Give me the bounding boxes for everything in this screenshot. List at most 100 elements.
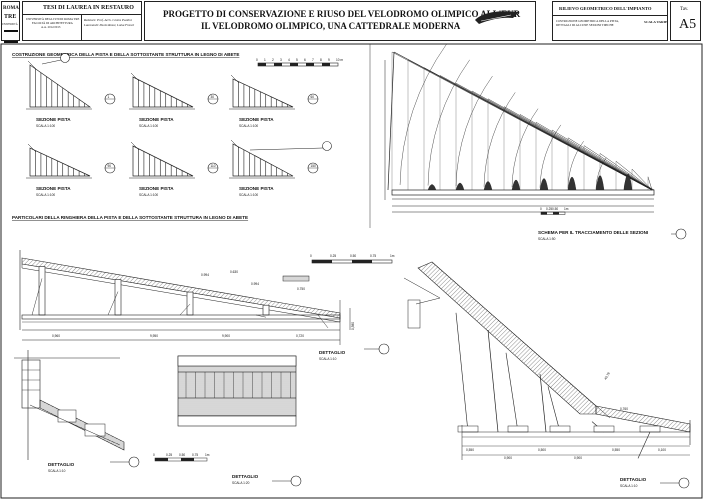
detail-mid-label: DETTAGLIO bbox=[232, 474, 259, 479]
table-number: A5 bbox=[679, 17, 697, 32]
top-scale-tick: 3 bbox=[280, 58, 282, 62]
rail-post bbox=[114, 279, 122, 316]
right-strut bbox=[455, 312, 469, 433]
top-scale-tick: 9 bbox=[328, 58, 330, 62]
rail-brace bbox=[107, 291, 119, 316]
thesis-divider bbox=[23, 14, 141, 15]
section-scale: SCALA 1:100 bbox=[36, 193, 55, 197]
section-scale: SCALA 1:100 bbox=[139, 124, 158, 128]
section-tag-number: 30 bbox=[211, 95, 215, 99]
fan-arc bbox=[455, 76, 493, 187]
section-tag-number: 60 bbox=[311, 95, 315, 99]
callout-circle bbox=[60, 53, 70, 63]
rail-brace bbox=[179, 303, 191, 316]
main-title-line-2: IL VELODROMO OLIMPICO, UNA CATTEDRALE MO… bbox=[201, 21, 461, 31]
rail-scale-tick: 0.25 bbox=[330, 254, 336, 258]
fan-rib-profile bbox=[455, 182, 465, 191]
right-strut bbox=[547, 386, 561, 433]
rail-brace bbox=[31, 278, 43, 316]
fan-arc bbox=[427, 59, 470, 186]
right-dimension: 0,500 bbox=[538, 448, 546, 452]
scheme-scale-tick: 0.25 bbox=[546, 207, 552, 211]
scheme-tag-circle bbox=[675, 228, 687, 240]
section-profile bbox=[132, 76, 194, 108]
section-scale: SCALA 1:100 bbox=[239, 193, 258, 197]
rail-detail-scale: SCALA 1:10 bbox=[319, 357, 337, 361]
detail-left-tag bbox=[128, 456, 140, 468]
drawing-subtitle-1: COSTRUZIONE GEOMETRICA DELLA PISTA, bbox=[556, 19, 620, 23]
callout-leader bbox=[249, 147, 324, 151]
right-dimension: 0,550 bbox=[612, 448, 620, 452]
detail-right-label: DETTAGLIO bbox=[620, 477, 647, 482]
right-dimension: 0,900 bbox=[574, 456, 582, 460]
fan-arc bbox=[399, 43, 448, 185]
top-scale-tick: 8 bbox=[320, 58, 322, 62]
table-number-box: Tav. A5 bbox=[670, 1, 701, 41]
detail-right-scale: SCALA 1:10 bbox=[620, 484, 638, 488]
rail-bottom-dimension: 0,720 bbox=[296, 334, 304, 338]
rail-scale-tick: 0 bbox=[310, 254, 312, 258]
top-scale-tick: 10 m bbox=[336, 58, 343, 62]
section-rail bbox=[130, 141, 140, 151]
section-scale: SCALA 1:100 bbox=[36, 124, 55, 128]
section-label: SEZIONE PISTA bbox=[239, 117, 274, 122]
detail-right-slab bbox=[417, 261, 597, 415]
fan-rib-profile bbox=[567, 176, 577, 191]
section-rail bbox=[27, 143, 37, 153]
fan-ray bbox=[599, 153, 653, 191]
mid-scale-tick: 0 bbox=[153, 453, 155, 457]
credits-line-2: Laureandi: Paolo Rossi, Luisa Franci bbox=[84, 23, 135, 27]
right-strut bbox=[505, 352, 519, 433]
section-profile bbox=[29, 64, 92, 108]
info-divider bbox=[553, 15, 667, 16]
fan-rib-profile bbox=[595, 175, 605, 191]
rail-scale-tick: 1m bbox=[390, 254, 395, 258]
fan-arc bbox=[483, 92, 516, 187]
section-profile bbox=[29, 147, 91, 177]
section-tag-number: 150 bbox=[311, 164, 317, 168]
section-rail bbox=[230, 139, 240, 149]
section-label: SEZIONE PISTA bbox=[36, 186, 71, 191]
right-strut bbox=[637, 431, 651, 459]
thesis-title: TESI DI LAUREA IN RESTAURO bbox=[43, 5, 134, 11]
top-scale-tick: 1 bbox=[264, 58, 266, 62]
rail-dimension: 0.994 bbox=[201, 273, 209, 277]
logo-line-1: ROMA bbox=[3, 6, 19, 11]
right-column bbox=[539, 373, 547, 433]
rail-bottom-dimension: 9,950 bbox=[150, 334, 158, 338]
rail-side-dim: 0,380 bbox=[351, 322, 355, 330]
right-strut-foot bbox=[457, 425, 479, 433]
section-label: SEZIONE PISTA bbox=[139, 186, 174, 191]
thesis-box: TESI DI LAUREA IN RESTAURO UNIVERSITÀ DE… bbox=[22, 1, 142, 41]
detail-left-plate bbox=[39, 399, 125, 451]
fan-rib-profile bbox=[483, 181, 493, 191]
fan-hypotenuse bbox=[393, 51, 655, 191]
right-strut-foot bbox=[639, 425, 661, 433]
fan-arc bbox=[511, 108, 539, 188]
section-profile bbox=[132, 145, 194, 177]
top-scale-tick: 5 bbox=[296, 58, 298, 62]
fan-ray bbox=[615, 161, 653, 191]
fan-rib-profile bbox=[623, 173, 633, 191]
top-scale-tick: 2 bbox=[272, 58, 274, 62]
bottom-beam bbox=[21, 314, 341, 320]
scale-label: SCALA VARIE bbox=[644, 20, 668, 24]
main-title-line-1: PROGETTO DI CONSERVAZIONE E RIUSO DEL VE… bbox=[163, 9, 521, 19]
credits-line-1: Relatore: Prof. Arch. Cesira Paolini bbox=[84, 18, 132, 22]
university-line-1: UNIVERSITÀ DEGLI STUDI ROMA TRE bbox=[26, 17, 80, 21]
detail-mid-tag bbox=[290, 475, 302, 487]
detail-left-label: DETTAGLIO bbox=[48, 462, 75, 467]
drawing-type: RILIEVO GEOMETRICO DELL'IMPIANTO bbox=[559, 6, 652, 11]
detail-right-tag bbox=[678, 477, 690, 489]
scheme-scale: SCALA 1:50 bbox=[538, 237, 556, 241]
top-scale-tick: 7 bbox=[312, 58, 314, 62]
velodrome-emblem bbox=[475, 11, 519, 24]
top-scale-tick: 4 bbox=[288, 58, 290, 62]
